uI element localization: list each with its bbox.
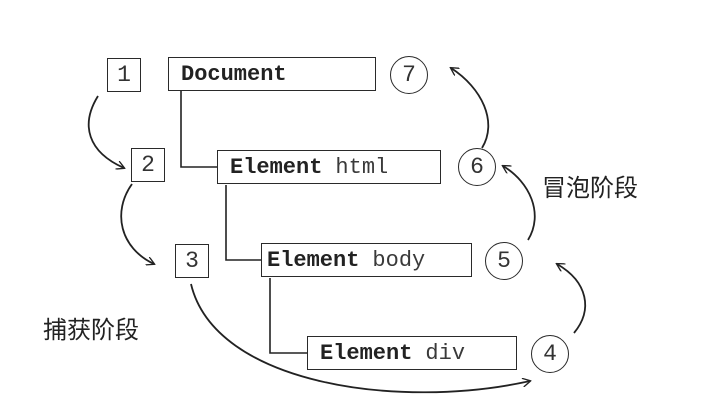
capture-arrow-3-4 bbox=[190, 283, 530, 394]
node-html-kind: Element bbox=[230, 154, 323, 180]
node-div-tag: div bbox=[425, 340, 466, 366]
bubble-arrow-4-5 bbox=[557, 264, 587, 334]
node-body: Element body bbox=[261, 243, 472, 277]
node-div: Element div bbox=[307, 336, 517, 370]
tree-line-document-html bbox=[180, 91, 218, 168]
node-html-tag: html bbox=[335, 154, 389, 180]
bubble-step-6: 6 bbox=[458, 148, 496, 186]
capture-arrow-2-3 bbox=[120, 183, 154, 264]
node-div-kind: Element bbox=[320, 340, 413, 366]
bubble-arrow-6-7 bbox=[451, 68, 490, 149]
node-html: Element html bbox=[217, 150, 441, 184]
node-body-tag: body bbox=[372, 247, 426, 273]
bubble-step-4: 4 bbox=[531, 335, 569, 373]
capture-step-3: 3 bbox=[175, 244, 209, 278]
bubble-phase-label: 冒泡阶段 bbox=[542, 174, 638, 202]
tree-line-html-body bbox=[225, 185, 262, 261]
capture-arrow-1-2 bbox=[87, 95, 124, 168]
capture-step-2: 2 bbox=[131, 148, 165, 182]
node-document: Document bbox=[168, 57, 376, 91]
bubble-step-5: 5 bbox=[485, 242, 523, 280]
bubble-step-7: 7 bbox=[390, 56, 428, 94]
capture-step-1: 1 bbox=[107, 58, 141, 92]
node-body-kind: Element bbox=[267, 247, 360, 273]
node-document-kind: Document bbox=[181, 61, 287, 87]
bubble-arrow-5-6 bbox=[503, 166, 536, 241]
capture-phase-label: 捕获阶段 bbox=[43, 316, 139, 344]
tree-line-body-div bbox=[269, 278, 308, 354]
